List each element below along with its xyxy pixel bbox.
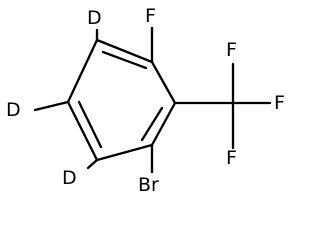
deuterium-label-bottom: D [62,167,77,189]
fluorine-label-ring: F [145,5,156,27]
fluorine-label-cf3-top: F [226,39,237,61]
double-bond-inner-left [77,100,103,149]
bond-to-deuterium-left [33,100,70,112]
double-bond-inner-top [101,50,148,70]
ring-bond-4 [95,143,154,162]
ring-bond-5 [66,100,99,162]
bond-to-deuterium-bottom [86,158,99,170]
fluorine-label-cf3-bottom: F [226,147,237,169]
bromine-label: Br [138,174,159,196]
ring-bond-3 [150,101,177,147]
deuterium-label-left: D [6,99,21,121]
fluorine-label-cf3-right: F [274,92,285,114]
ring-bond-2 [150,60,177,105]
ring-bond-1 [95,38,154,64]
deuterium-label-top: D [87,7,102,29]
double-bond-inner-right [140,106,164,142]
chemical-structure-diagram: D D D F F F F Br [6,5,285,196]
ring-bond-6 [66,38,99,104]
